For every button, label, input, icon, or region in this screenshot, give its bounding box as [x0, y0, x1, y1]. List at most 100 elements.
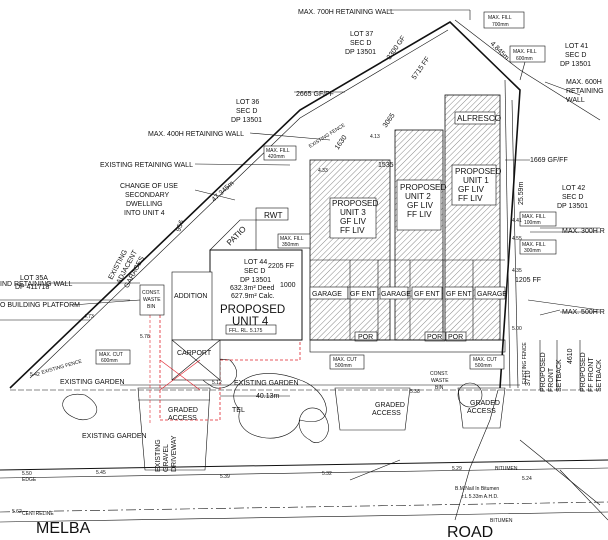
svg-text:3065: 3065	[382, 112, 397, 129]
label-max400: MAX. 400H RETAINING WALL	[148, 131, 244, 138]
rl-539: 5.39	[220, 474, 230, 480]
label-fill-420: 420mm	[268, 154, 285, 160]
label-max600-b: RETAINING	[566, 88, 604, 95]
max-fill-700-box	[483, 11, 525, 29]
label-cut-500-b: 500mm	[475, 363, 492, 369]
svg-text:956: 956	[175, 219, 186, 232]
svg-text:GRAVEL: GRAVEL	[163, 444, 170, 472]
label-const-bin2-c: BIN	[435, 385, 444, 391]
svg-text:3300 GF: 3300 GF	[386, 35, 407, 61]
label-max-cut-500-a: MAX. CUT	[333, 357, 357, 363]
label-fill-700: 700mm	[492, 22, 509, 28]
existing-vegetation	[62, 358, 483, 443]
existing-driveway-label: EXISTING GRAVEL DRIVEWAY	[155, 435, 178, 472]
label-max600-c: WALL	[566, 97, 585, 104]
label-lot42-c: DP 13501	[557, 203, 588, 210]
label-rwt: RWT	[264, 211, 283, 220]
label-dim-4013: 40.13m	[256, 393, 280, 400]
rl-524: 5.24	[522, 476, 532, 482]
svg-text:PROPOSED: PROPOSED	[580, 352, 587, 392]
unit4-group	[139, 207, 303, 425]
label-addition: ADDITION	[174, 293, 207, 300]
leaders	[46, 9, 600, 397]
label-tel: TEL	[232, 407, 245, 414]
label-fill-600: 600mm	[516, 56, 533, 62]
label-ind-ret: IND RETAINING WALL	[0, 281, 72, 288]
label-melba: MELBA	[36, 520, 91, 537]
label-max-fill-300: MAX. FILL	[522, 242, 546, 248]
rl-512: 5.12	[212, 380, 222, 386]
label-graded-1: GRADED	[168, 407, 198, 414]
label-unit3-b: UNIT 3	[340, 208, 366, 217]
svg-text:DRIVEWAY: DRIVEWAY	[171, 435, 178, 472]
label-unit2-d: FF LIV	[407, 210, 432, 219]
label-dim-1669: 1669 GF/FF	[530, 157, 568, 164]
label-graded-3: GRADED	[470, 400, 500, 407]
svg-text:3710: 3710	[525, 370, 532, 386]
label-lot35-a: LOT 35A	[20, 275, 48, 282]
label-garage-1: GARAGE	[312, 291, 342, 298]
label-cou-b: SECONDARY	[125, 192, 170, 199]
label-existing-garden-1: EXISTING GARDEN	[60, 379, 125, 386]
label-dim-2205: 2205 FF	[268, 263, 294, 270]
label-lot35-b: DP 411718	[15, 284, 49, 291]
label-dim-1000: 1000	[280, 282, 296, 289]
label-gf-ent-2: GF ENT	[414, 291, 440, 298]
label-unit1-d: FF LIV	[458, 194, 483, 203]
rl-413: 4.13	[370, 134, 380, 140]
label-lot41-b: SEC D	[565, 52, 586, 59]
rl-441: 4.41	[512, 218, 522, 224]
label-unit2-a: PROPOSED	[400, 183, 446, 192]
rl-435: 4.35	[512, 268, 522, 274]
dim-3300: 3300 GF	[386, 35, 407, 61]
label-fill-350: 350mm	[282, 242, 299, 248]
label-fill-300: 300mm	[524, 248, 541, 254]
label-por-1: POR	[358, 334, 373, 341]
svg-text:FF FRONT: FF FRONT	[588, 357, 595, 392]
label-max-fill-700: MAX. FILL	[488, 15, 512, 21]
label-max300: MAX. 300H R	[562, 228, 605, 235]
label-fill-100: 100mm	[524, 220, 541, 226]
svg-text:25.59m: 25.59m	[518, 181, 525, 205]
label-cou-d: INTO UNIT 4	[124, 210, 165, 217]
label-deed-a: 632.3m² Deed	[230, 285, 274, 292]
svg-text:5715 FF: 5715 FF	[411, 56, 432, 81]
label-gf-ent-3: GF ENT	[446, 291, 472, 298]
road	[0, 389, 608, 523]
label-const-bin-b: WASTE	[143, 297, 161, 303]
label-lot44-c: DP 13501	[240, 277, 271, 284]
label-cut-500-a: 500mm	[335, 363, 352, 369]
label-unit1-b: UNIT 1	[463, 176, 489, 185]
svg-text:4.845m: 4.845m	[489, 40, 511, 62]
svg-text:SETBACK: SETBACK	[556, 359, 563, 392]
max-fill-600-box	[509, 45, 546, 63]
label-lot36-b: SEC D	[236, 108, 257, 115]
label-max-fill-350: MAX. FILL	[280, 236, 304, 242]
label-existing-garden-3: EXISTING GARDEN	[82, 433, 147, 440]
label-unit1-c: GF LIV	[458, 185, 484, 194]
rl-562: 5.62	[12, 509, 22, 515]
label-max-fill-100: MAX. FILL	[522, 214, 546, 220]
proposed-front-setback: PROPOSED FRONT SETBACK	[540, 352, 563, 392]
label-dim-1205: 1205 FF	[515, 277, 541, 284]
proposed-ff-front-setback: PROPOSED FF FRONT SETBACK	[580, 352, 603, 392]
svg-text:FRONT: FRONT	[548, 367, 555, 392]
label-graded-2: GRADED	[375, 402, 405, 409]
label-const-bin-a: CONST.	[142, 290, 160, 296]
dim-4845: 4.845m	[489, 40, 511, 62]
label-lot44-a: LOT 44	[244, 259, 267, 266]
label-cou-a: CHANGE OF USE	[120, 183, 178, 190]
label-max-fill-600: MAX. FILL	[513, 49, 537, 55]
label-bitumen-1: BITUMEN	[495, 466, 518, 472]
label-max-cut-500-b: MAX. CUT	[473, 357, 497, 363]
label-por-3: POR	[448, 334, 463, 341]
svg-text:1630: 1630	[334, 134, 349, 151]
label-deed-b: 627.9m² Calc.	[231, 293, 275, 300]
rl-545: 5.45	[96, 470, 106, 476]
label-lot37-a: LOT 37	[350, 31, 373, 38]
rl-473: 4.73	[84, 314, 94, 320]
label-unit2-b: UNIT 2	[405, 192, 431, 201]
svg-text:4610: 4610	[567, 348, 574, 364]
dim-4610: 4610	[567, 348, 574, 364]
